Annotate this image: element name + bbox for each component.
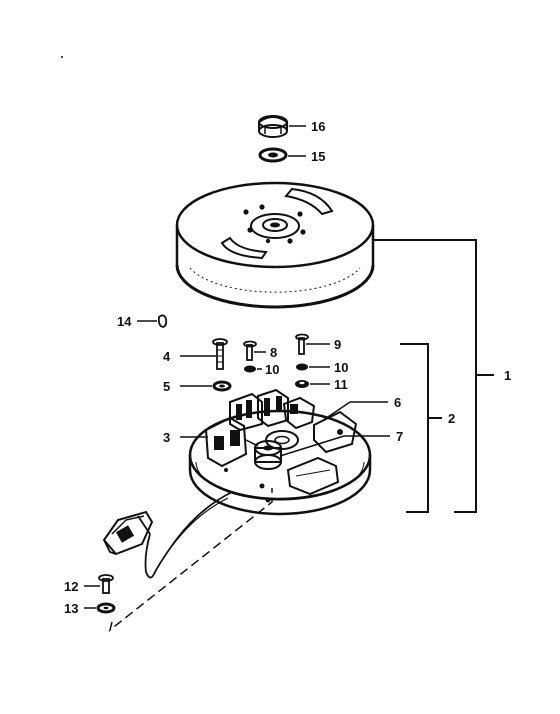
callout-10-right: 10: [334, 360, 348, 375]
nut-part: [258, 115, 288, 138]
washer-part-5: [212, 380, 232, 392]
assembly-dash-line: [108, 488, 273, 632]
callout-15: 15: [311, 149, 325, 164]
screw-part-8: [243, 340, 257, 361]
plate-washer-part-13: [96, 602, 116, 614]
callout-13: 13: [64, 601, 78, 616]
rotor-part: [175, 181, 375, 309]
plate-screw-part-12: [98, 574, 114, 594]
callout-8: 8: [270, 345, 277, 360]
callout-2: 2: [448, 411, 455, 426]
leader-6: [321, 401, 351, 422]
coupler-part: [102, 491, 233, 579]
stator-screw-part-4: [212, 338, 228, 370]
callout-12: 12: [64, 579, 78, 594]
washer-part-11: [295, 380, 309, 388]
washer-part: [258, 147, 288, 163]
callout-11: 11: [334, 377, 348, 392]
key-part: [157, 314, 168, 328]
callout-1: 1: [504, 368, 511, 383]
leader-7: [279, 435, 345, 457]
washer-part-10-left: [244, 365, 256, 373]
callout-14: 14: [117, 314, 132, 329]
bracket-1: [372, 239, 494, 513]
callout-3: 3: [163, 430, 170, 445]
callout-5: 5: [163, 379, 170, 394]
screw-part-9: [295, 333, 309, 355]
bracket-2: [400, 343, 442, 513]
callout-9: 9: [334, 337, 341, 352]
stator-plate-part: [188, 388, 372, 516]
callout-6: 6: [394, 395, 401, 410]
paper-speck: [61, 56, 63, 58]
callout-7: 7: [396, 429, 403, 444]
washer-part-10-right: [296, 363, 308, 371]
callout-10-left: 10: [265, 362, 279, 377]
callout-16: 16: [311, 119, 325, 134]
callout-4: 4: [163, 349, 171, 364]
